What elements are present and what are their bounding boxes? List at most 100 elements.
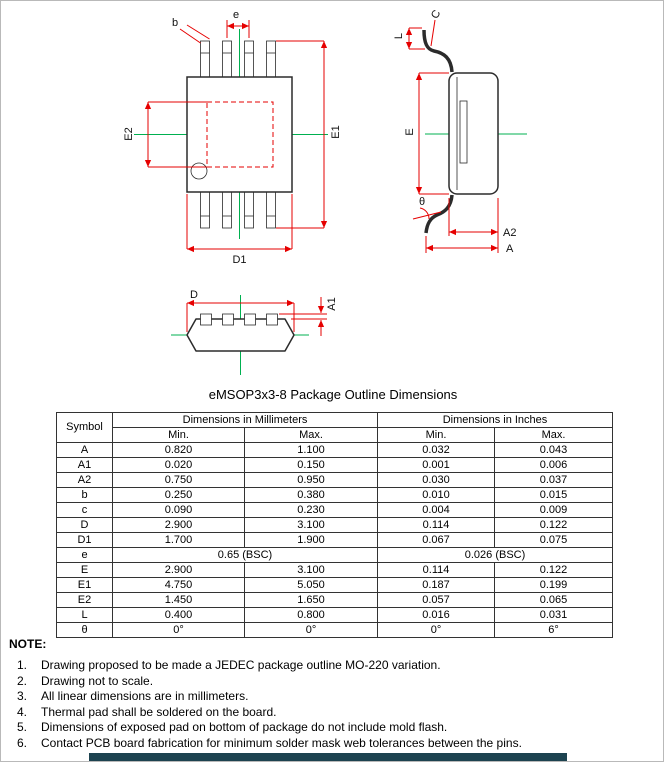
dim-label-e1: E1 [330, 125, 342, 138]
cell-value: 0.800 [243, 607, 379, 623]
cell-value: 0.187 [377, 577, 496, 593]
note-number: 1. [17, 658, 28, 672]
footer-bar [89, 753, 567, 761]
table-row: c 0.090 0.230 0.004 0.009 [56, 502, 614, 518]
note-text: Contact PCB board fabrication for minimu… [41, 735, 522, 750]
d-dimension: D [186, 289, 295, 332]
cell-value: 0.006 [494, 457, 614, 473]
cell-value: 0.090 [112, 502, 245, 518]
note-text: All linear dimensions are in millimeters… [41, 689, 249, 703]
e2-dimension: E2 [123, 101, 207, 168]
note-item: 2. Drawing not to scale. [17, 674, 653, 690]
dim-label-a2: A2 [503, 227, 516, 239]
dim-label-a: A [506, 243, 514, 255]
cell-value: 0.037 [494, 472, 614, 488]
header-inch-group: Dimensions in Inches [377, 412, 614, 428]
exposed-pad-outline [206, 101, 274, 168]
notes-heading: NOTE: [9, 637, 47, 651]
l-dimension: L [393, 27, 425, 50]
cell-value: 0.016 [377, 607, 496, 623]
cell-symbol: E2 [56, 592, 113, 608]
table-row: b 0.250 0.380 0.010 0.015 [56, 487, 614, 503]
dim-label-theta: θ [419, 196, 425, 208]
cell-value: 1.100 [243, 442, 379, 458]
a2-a-dimensions: A2 A [425, 198, 516, 255]
cell-value: 0.075 [494, 532, 614, 548]
package-body [186, 76, 293, 193]
cell-value: 0.031 [494, 607, 614, 623]
cell-value: 0.750 [112, 472, 245, 488]
cell-value: 0.010 [377, 487, 496, 503]
cell-symbol: A2 [56, 472, 113, 488]
note-number: 5. [17, 720, 28, 734]
cell-value: 1.650 [243, 592, 379, 608]
table-row: A2 0.750 0.950 0.030 0.037 [56, 472, 614, 488]
package-body-side [422, 29, 499, 234]
e1-dimension: E1 [276, 40, 342, 229]
table-row: A 0.820 1.100 0.032 0.043 [56, 442, 614, 458]
e-dimension-side: E [404, 72, 449, 195]
pin1-marker [190, 162, 208, 180]
table-subheader-row: Min. Max. Min. Max. [57, 427, 614, 443]
note-text: Drawing not to scale. [41, 673, 154, 688]
cell-value: 0.150 [243, 457, 379, 473]
dim-label-e: e [233, 9, 239, 21]
cell-value: 4.750 [112, 577, 245, 593]
dim-label-l: L [393, 33, 405, 39]
note-text: Thermal pad shall be soldered on the boa… [41, 704, 277, 719]
package-body-front [186, 313, 295, 352]
dim-label-b: b [172, 17, 178, 29]
cell-symbol: D1 [56, 532, 113, 548]
cell-symbol: b [56, 487, 113, 503]
note-item: 5. Dimensions of exposed pad on bottom o… [17, 720, 653, 736]
cell-value: 0.114 [377, 562, 496, 578]
note-item: 3. All linear dimensions are in millimet… [17, 689, 653, 705]
dim-label-c: C [429, 8, 443, 21]
table-row: E1 4.750 5.050 0.187 0.199 [56, 577, 614, 593]
cell-value: 0° [112, 622, 245, 638]
side-view-drawing: L C E θ A2 A [393, 8, 527, 255]
notes-list: 1. Drawing proposed to be made a JEDEC p… [17, 658, 653, 751]
cell-symbol: c [56, 502, 113, 518]
header-mm-group: Dimensions in Millimeters [111, 412, 379, 428]
table-row: A1 0.020 0.150 0.001 0.006 [56, 457, 614, 473]
header-max: Max. [494, 427, 614, 443]
table-row-bsc: e 0.65 (BSC) 0.026 (BSC) [56, 547, 614, 563]
cell-value: 0° [243, 622, 379, 638]
cell-symbol: A [56, 442, 113, 458]
cell-value: 0.230 [243, 502, 379, 518]
d1-dimension: D1 [186, 194, 293, 266]
note-text: Drawing proposed to be made a JEDEC pack… [41, 658, 441, 672]
note-text: Dimensions of exposed pad on bottom of p… [41, 720, 448, 734]
cell-value: 0° [377, 622, 496, 638]
a1-dimension: A1 [279, 297, 338, 336]
cell-value: 3.100 [243, 562, 379, 578]
dim-label-e-side: E [404, 128, 416, 135]
cell-value: 0.380 [243, 487, 379, 503]
cell-value: 0.400 [112, 607, 245, 623]
table-row: E2 1.450 1.650 0.057 0.065 [56, 592, 614, 608]
cell-symbol: L [56, 607, 113, 623]
b-dimension: b [172, 17, 210, 44]
cell-value: 3.100 [243, 517, 379, 533]
dim-label-d: D [190, 289, 198, 301]
cell-value: 1.900 [243, 532, 379, 548]
cell-value: 0.004 [377, 502, 496, 518]
table-row: D 2.900 3.100 0.114 0.122 [56, 517, 614, 533]
cell-value: 0.015 [494, 487, 614, 503]
note-number: 6. [17, 735, 28, 750]
note-item: 6. Contact PCB board fabrication for min… [17, 736, 653, 752]
cell-symbol: E [56, 562, 113, 578]
cell-value: 0.250 [112, 487, 245, 503]
dimensions-table: Symbol Dimensions in Millimeters Dimensi… [56, 412, 614, 638]
cell-value: 0.122 [494, 517, 614, 533]
cell-value: 0.950 [243, 472, 379, 488]
front-view-drawing: D A1 [171, 289, 338, 375]
cell-value-bsc-mm: 0.65 (BSC) [111, 547, 379, 563]
cell-value: 0.199 [494, 577, 614, 593]
cell-symbol: D [56, 517, 113, 533]
cell-value: 0.043 [494, 442, 614, 458]
cell-value: 0.030 [377, 472, 496, 488]
cell-value: 0.009 [494, 502, 614, 518]
